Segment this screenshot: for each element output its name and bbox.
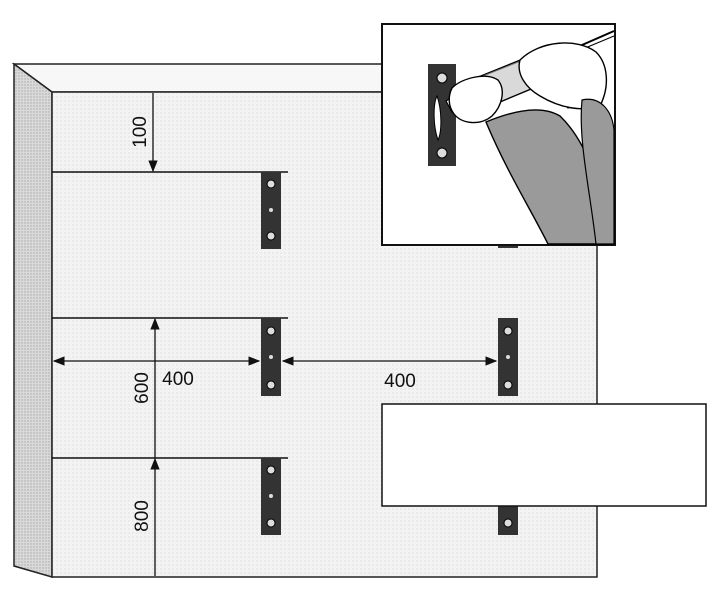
bracket: [498, 318, 518, 396]
guide-lines: [52, 171, 288, 459]
dimension-lines: [52, 93, 498, 576]
label-box: [381, 403, 707, 507]
label-horizontal-right: 400: [384, 371, 416, 392]
bracket: [261, 458, 281, 535]
label-top-offset: 100: [130, 116, 151, 148]
brackets: [261, 172, 518, 535]
label-vertical-lower: 800: [132, 500, 153, 532]
caulking-gun-icon: [428, 30, 615, 245]
inset-detail: [381, 23, 616, 246]
bracket: [261, 318, 281, 396]
wall-side-edge: [13, 62, 53, 578]
label-horizontal-left: 400: [162, 369, 194, 390]
bracket-partial: [498, 500, 518, 535]
bracket: [261, 172, 281, 249]
label-vertical-upper: 600: [132, 372, 153, 404]
wall-top-edge: [11, 63, 383, 93]
